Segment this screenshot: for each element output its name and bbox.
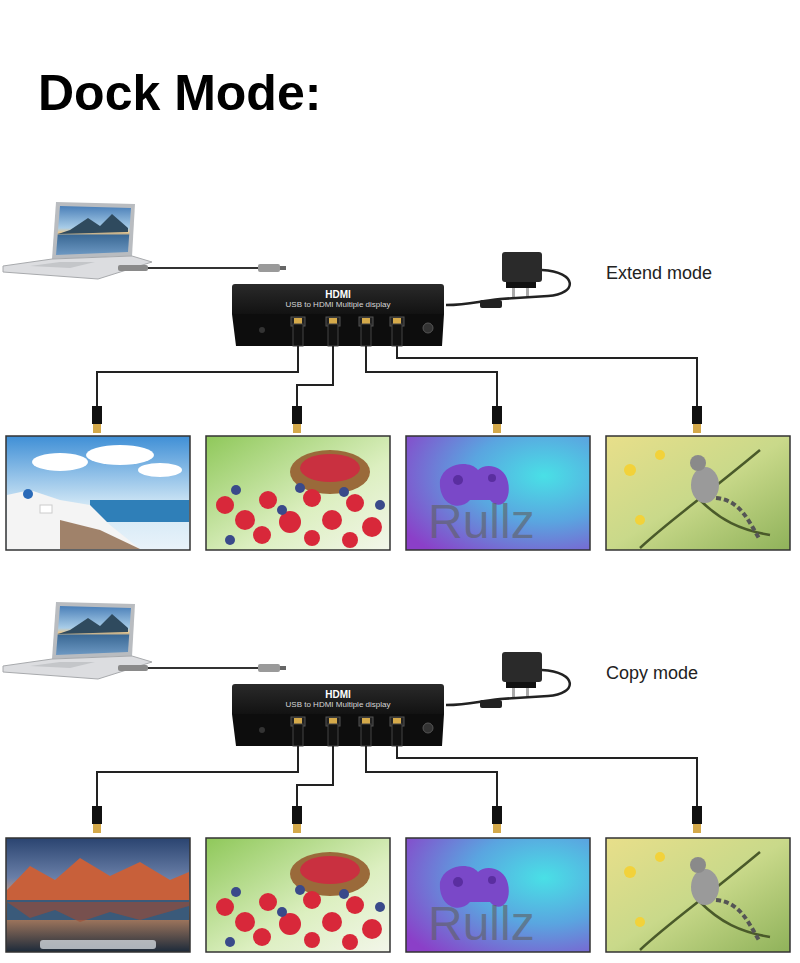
power-adapter — [446, 252, 570, 308]
hdmi-logo: HDMI — [325, 289, 351, 301]
monitor-mountain-lake — [6, 838, 190, 952]
page-title: Dock Mode: — [38, 66, 321, 121]
mode-label: Extend mode — [606, 264, 712, 282]
monitor-gamepad — [406, 436, 590, 550]
monitor-animal — [606, 436, 790, 550]
watermark: Rullz — [428, 900, 535, 948]
monitor-berries — [206, 838, 390, 952]
watermark: Rullz — [428, 498, 535, 546]
dock-device: HDMIUSB to HDMI Multiple display — [232, 284, 444, 314]
laptop — [3, 602, 286, 679]
dock-device: HDMIUSB to HDMI Multiple display — [232, 684, 444, 714]
hdmi-ports-and-cables — [92, 714, 702, 833]
monitor-gamepad — [406, 838, 590, 952]
monitor-seaside — [6, 436, 190, 550]
power-adapter — [446, 652, 570, 708]
mode-label: Copy mode — [606, 664, 698, 682]
hdmi-logo: HDMI — [325, 689, 351, 701]
laptop — [3, 202, 286, 279]
monitor-animal — [606, 838, 790, 952]
hdmi-ports-and-cables — [92, 314, 702, 433]
device-name: USB to HDMI Multiple display — [286, 300, 391, 309]
device-name: USB to HDMI Multiple display — [286, 700, 391, 709]
monitor-berries — [206, 436, 390, 550]
